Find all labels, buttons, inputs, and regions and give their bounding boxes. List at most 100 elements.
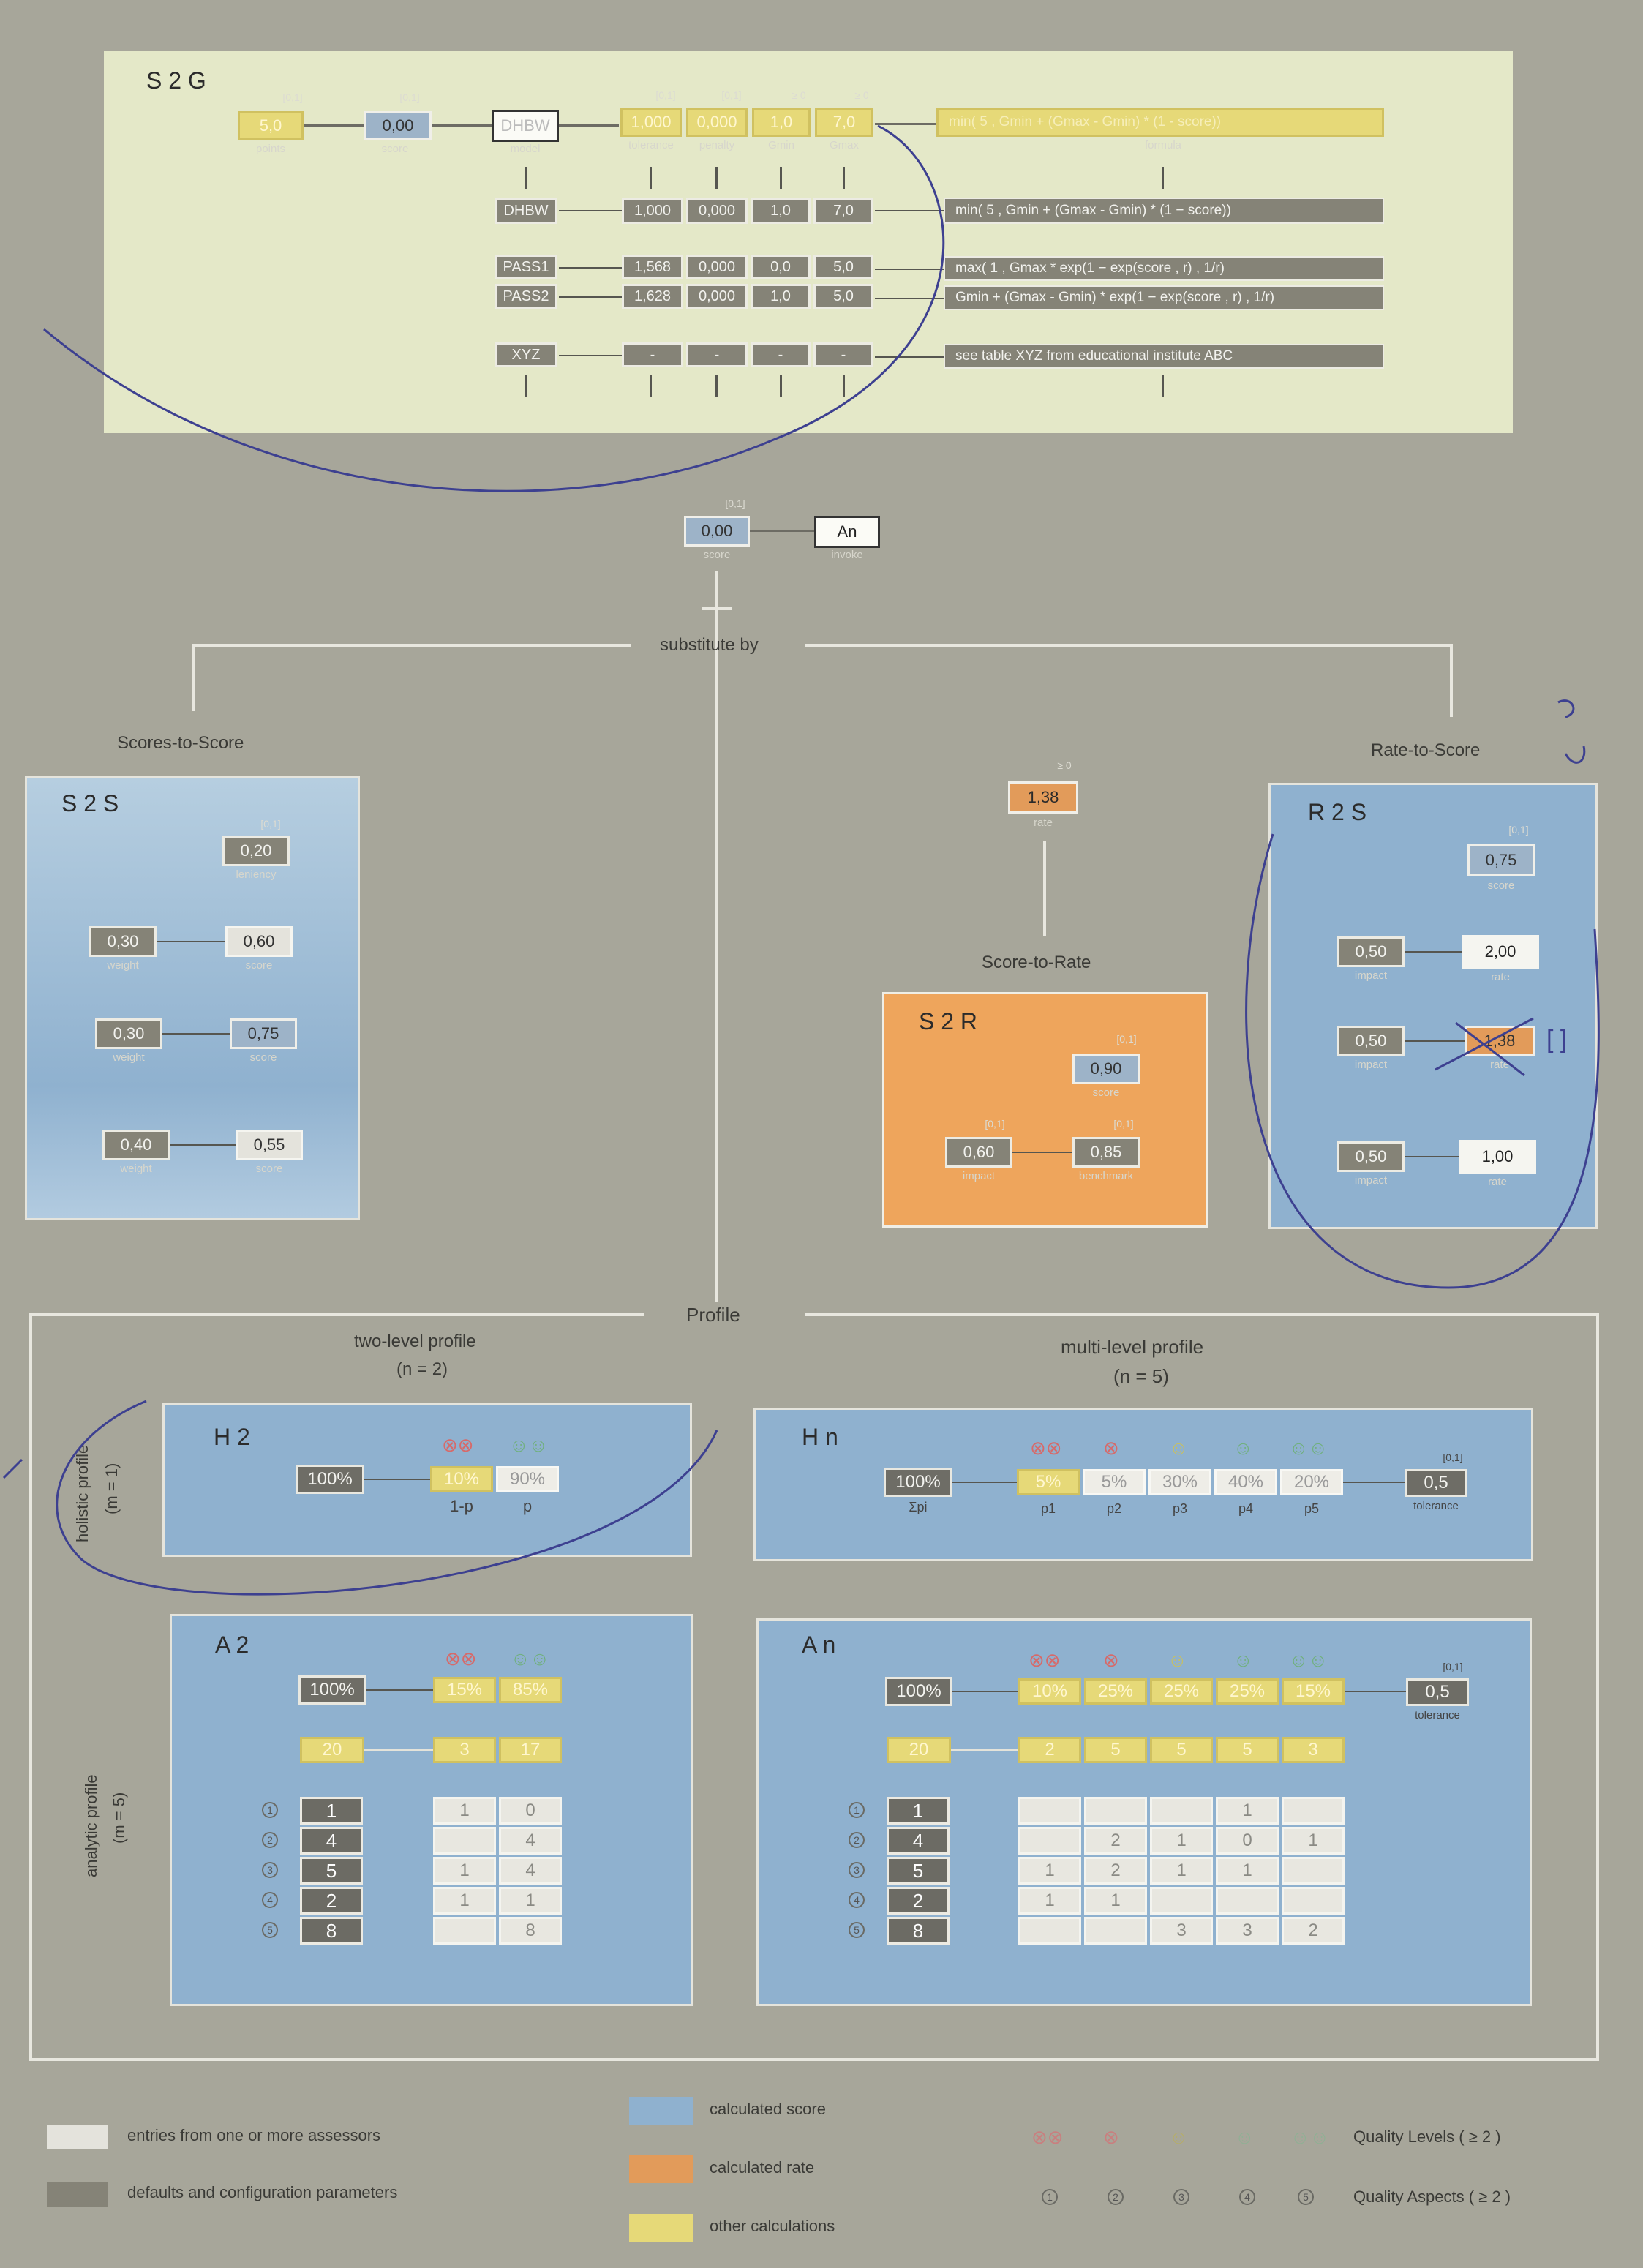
hn-p4[interactable]: 40% [1214,1469,1277,1495]
hn-p1[interactable]: 5% [1017,1469,1080,1495]
an-grid-cell[interactable]: 1 [1216,1857,1279,1885]
an-grid-cell[interactable] [1282,1887,1345,1915]
h2-p1[interactable]: 10% [430,1466,493,1492]
s2g-param-box-1[interactable]: 1,000 [620,108,682,137]
a2-grid-cell[interactable]: 4 [499,1857,562,1885]
an-p1[interactable]: 10% [1018,1678,1081,1705]
an-grid-cell[interactable] [1150,1887,1213,1915]
a2-aspect-weight-5[interactable]: 8 [300,1917,363,1945]
r2s-impact-1[interactable]: 0,50 [1337,936,1405,967]
s2r-benchmark-box[interactable]: 0,85 [1072,1137,1140,1168]
an-p2[interactable]: 25% [1084,1678,1147,1705]
an-aspect-weight-1[interactable]: 1 [887,1797,950,1825]
an-grid-cell[interactable]: 1 [1018,1857,1081,1885]
s2s-weight-3[interactable]: 0,40 [102,1130,170,1160]
hn-p2[interactable]: 5% [1083,1469,1146,1495]
center-score-box[interactable]: 0,00 [684,516,750,547]
r2s-score-box[interactable]: 0,75 [1467,844,1535,876]
s2g-row2-val2[interactable]: 0,000 [686,255,748,279]
an-grid-cell[interactable]: 1 [1018,1887,1081,1915]
an-grid-cell[interactable]: 0 [1216,1827,1279,1855]
a2-p1[interactable]: 15% [433,1677,496,1703]
a2-grid-cell[interactable] [433,1917,496,1945]
an-p4[interactable]: 25% [1216,1678,1279,1705]
s2g-param-box-4[interactable]: 7,0 [815,108,873,137]
s2g-model-box[interactable]: DHBW [492,110,559,142]
an-p3[interactable]: 25% [1150,1678,1213,1705]
an-aspect-weight-5[interactable]: 8 [887,1917,950,1945]
s2g-row-name-2[interactable]: PASS1 [495,255,557,279]
r2s-rate-1[interactable]: 2,00 [1462,935,1539,969]
s2g-row4-val2[interactable]: - [686,342,748,367]
an-grid-cell[interactable]: 1 [1084,1887,1147,1915]
s2g-row3-val2[interactable]: 0,000 [686,284,748,309]
a2-grid-cell[interactable]: 8 [499,1917,562,1945]
an-grid-cell[interactable] [1084,1917,1147,1945]
a2-grid-cell[interactable]: 4 [499,1827,562,1855]
s2g-row3-val1[interactable]: 1,628 [622,284,683,309]
a2-aspect-weight-1[interactable]: 1 [300,1797,363,1825]
an-grid-cell[interactable] [1282,1797,1345,1825]
a2-grid-cell[interactable]: 0 [499,1797,562,1825]
s2r-impact-box[interactable]: 0,60 [945,1137,1012,1168]
an-grid-cell[interactable] [1282,1857,1345,1885]
an-grid-cell[interactable]: 2 [1282,1917,1345,1945]
s2g-points-box[interactable]: 5,0 [238,111,304,140]
s2g-row1-val2[interactable]: 0,000 [686,198,748,224]
s2g-row1-val3[interactable]: 1,0 [751,198,811,224]
h2-total[interactable]: 100% [296,1465,364,1494]
an-grid-cell[interactable]: 1 [1150,1857,1213,1885]
s2g-row2-val1[interactable]: 1,568 [622,255,683,279]
a2-grid-cell[interactable] [433,1827,496,1855]
an-grid-cell[interactable]: 2 [1084,1827,1147,1855]
s2g-row4-val4[interactable]: - [813,342,873,367]
an-grid-cell[interactable] [1084,1797,1147,1825]
s2g-row1-val1[interactable]: 1,000 [622,198,683,224]
a2-aspect-weight-2[interactable]: 4 [300,1827,363,1855]
h2-p2[interactable]: 90% [496,1466,559,1492]
s2g-row-name-3[interactable]: PASS2 [495,284,557,309]
an-aspect-weight-3[interactable]: 5 [887,1857,950,1885]
a2-p2[interactable]: 85% [499,1677,562,1703]
an-tolerance[interactable]: 0,5 [1406,1678,1469,1706]
r2s-impact-2[interactable]: 0,50 [1337,1026,1405,1056]
s2s-weight-2[interactable]: 0,30 [95,1018,162,1049]
an-aspect-weight-2[interactable]: 4 [887,1827,950,1855]
s2s-leniency-box[interactable]: 0,20 [222,836,290,866]
s2g-param-box-2[interactable]: 0,000 [686,108,748,137]
an-grid-cell[interactable]: 1 [1282,1827,1345,1855]
a2-aspect-weight-4[interactable]: 2 [300,1887,363,1915]
s2r-score-box[interactable]: 0,90 [1072,1054,1140,1084]
s2g-param-box-3[interactable]: 1,0 [752,108,811,137]
a2-grid-cell[interactable]: 1 [499,1887,562,1915]
s2g-row2-val4[interactable]: 5,0 [813,255,873,279]
s2s-score-2[interactable]: 0,75 [230,1018,297,1049]
an-grid-cell[interactable]: 2 [1084,1857,1147,1885]
s2g-row2-val3[interactable]: 0,0 [751,255,811,279]
hn-p3[interactable]: 30% [1148,1469,1211,1495]
s2g-row-name-1[interactable]: DHBW [495,198,557,224]
an-p5[interactable]: 15% [1282,1678,1345,1705]
an-grid-cell[interactable] [1018,1827,1081,1855]
s2g-row3-val4[interactable]: 5,0 [813,284,873,309]
s2g-row4-val3[interactable]: - [751,342,811,367]
s2s-score-3[interactable]: 0,55 [236,1130,303,1160]
an-grid-cell[interactable] [1150,1797,1213,1825]
a2-aspect-weight-3[interactable]: 5 [300,1857,363,1885]
a2-grid-cell[interactable]: 1 [433,1857,496,1885]
an-total[interactable]: 100% [885,1677,952,1706]
an-grid-cell[interactable]: 3 [1150,1917,1213,1945]
a2-grid-cell[interactable]: 1 [433,1887,496,1915]
s2g-row1-val4[interactable]: 7,0 [813,198,873,224]
s2g-score-box[interactable]: 0,00 [364,111,432,140]
a2-grid-cell[interactable]: 1 [433,1797,496,1825]
an-grid-cell[interactable] [1018,1797,1081,1825]
s2s-score-1[interactable]: 0,60 [225,926,293,957]
an-grid-cell[interactable]: 3 [1216,1917,1279,1945]
an-grid-cell[interactable]: 1 [1150,1827,1213,1855]
hn-tolerance[interactable]: 0,5 [1405,1469,1467,1497]
hn-total[interactable]: 100% [884,1468,952,1497]
an-grid-cell[interactable] [1216,1887,1279,1915]
s2g-row3-val3[interactable]: 1,0 [751,284,811,309]
r2s-rate-3[interactable]: 1,00 [1459,1140,1536,1174]
